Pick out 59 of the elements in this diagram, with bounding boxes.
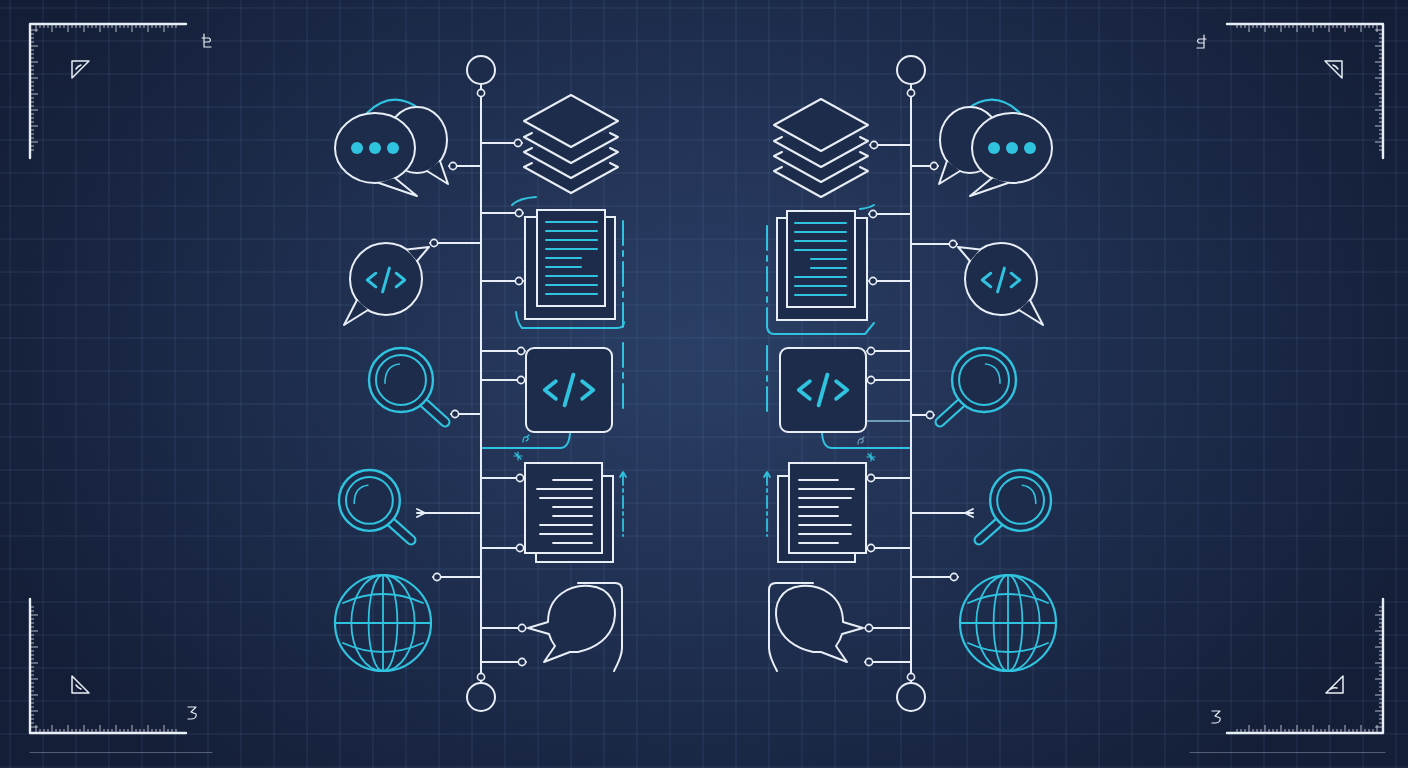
- document-icon: [524, 462, 614, 564]
- connector-line: [911, 572, 959, 582]
- connector-line: [868, 276, 911, 286]
- connector-line: [869, 140, 911, 150]
- connector-line: [481, 138, 523, 148]
- connector-line: [476, 672, 486, 683]
- connector-line: [866, 375, 911, 385]
- magnifier-icon: [934, 346, 1018, 428]
- terminal-circle: [896, 682, 926, 712]
- connector-line: [864, 657, 911, 667]
- document-icon: [777, 462, 867, 564]
- connector-line: [866, 543, 911, 553]
- connector-line: [448, 161, 481, 171]
- connector-line: [481, 543, 525, 553]
- connector-line: [868, 209, 911, 219]
- connector-line: [906, 84, 916, 98]
- connector-line: [911, 161, 939, 171]
- terminal-circle: [466, 55, 496, 85]
- connector-line: [481, 375, 526, 385]
- magnifier-icon: [337, 468, 417, 546]
- layers-icon: [522, 93, 620, 197]
- connector-line: [911, 239, 958, 249]
- bus-line: [910, 97, 912, 673]
- globe-icon: [958, 573, 1058, 673]
- connector-line: [481, 346, 526, 356]
- magnifier-icon: [973, 468, 1053, 546]
- connector-line: [481, 208, 524, 218]
- terminal-circle: [466, 682, 496, 712]
- connector-line: [481, 432, 571, 449]
- speech-bubble-icon: [768, 582, 865, 672]
- connector-line: [481, 623, 527, 633]
- bus-line: [480, 97, 482, 673]
- code-window-icon: [779, 347, 867, 433]
- connector-line: [866, 346, 911, 356]
- connector-line: [481, 276, 524, 286]
- connector-line: [821, 432, 911, 449]
- globe-icon: [333, 573, 433, 673]
- connector-line: [866, 473, 911, 483]
- chat-bubbles-icon: [938, 96, 1054, 197]
- connector-line: [416, 508, 481, 518]
- connector-line: [481, 473, 525, 483]
- connector-line: [866, 420, 911, 422]
- connector-line: [429, 238, 481, 248]
- layers-icon: [772, 97, 870, 201]
- document-icon: [523, 208, 617, 321]
- connector-line: [911, 508, 974, 518]
- document-icon: [775, 209, 869, 322]
- connector-line: [906, 672, 916, 683]
- magnifier-icon: [367, 346, 451, 428]
- terminal-circle: [896, 55, 926, 85]
- connector-line: [864, 623, 911, 633]
- connector-line: [476, 84, 486, 98]
- connector-line: [450, 409, 481, 419]
- connector-line: [432, 572, 481, 582]
- connector-line: [481, 657, 527, 667]
- code-window-icon: [525, 347, 613, 433]
- connector-line: [911, 410, 935, 420]
- chat-bubbles-icon: [333, 96, 449, 197]
- speech-bubble-icon: [526, 582, 623, 672]
